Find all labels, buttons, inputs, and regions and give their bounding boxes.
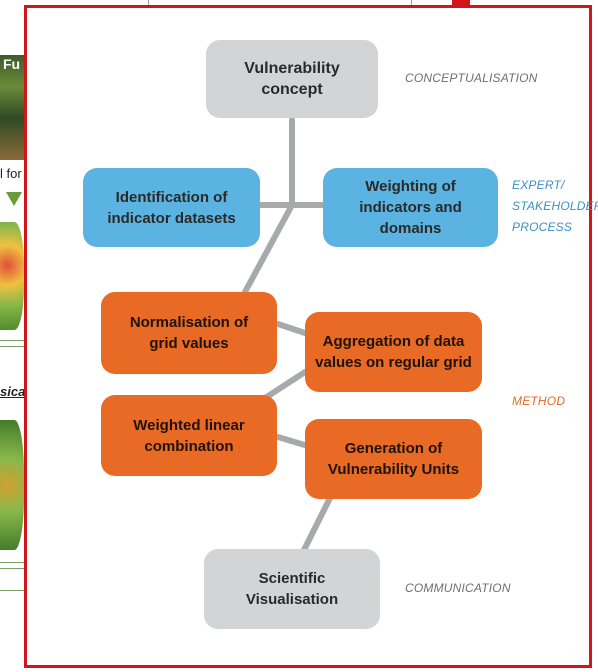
frame-accent — [452, 0, 470, 6]
node-weighting-indicators: Weighting of indicators and domains — [323, 168, 498, 247]
background-map-bottom — [0, 420, 24, 550]
connector-aggregation-weighted — [259, 369, 308, 403]
background-photo — [0, 55, 24, 160]
node-vulnerability-concept: Vulnerability concept — [206, 40, 378, 118]
label-method: METHOD — [512, 394, 566, 408]
background-divider — [0, 562, 24, 563]
label-expert-line1: EXPERT/ — [512, 178, 565, 192]
connector-trunk-to-normalisation — [242, 202, 295, 295]
label-communication: COMMUNICATION — [405, 581, 511, 595]
label-conceptualisation: CONCEPTUALISATION — [405, 71, 538, 85]
background-top-fragment — [148, 0, 412, 5]
connector-generation-visualisation — [301, 495, 333, 553]
node-aggregation-data-values: Aggregation of data values on regular gr… — [305, 312, 482, 392]
background-arrow-icon — [6, 192, 22, 206]
background-divider — [0, 340, 24, 341]
label-expert-line3: PROCESS — [512, 220, 573, 234]
connector-normalisation-aggregation — [275, 321, 311, 337]
background-heading-fragment: sica — [0, 384, 26, 399]
background-divider — [0, 568, 24, 569]
background-photo-text: Fu — [3, 56, 21, 72]
background-map-top — [0, 222, 24, 330]
label-expert-line2: STAKEHOLDER — [512, 199, 598, 213]
background-divider — [0, 346, 24, 347]
background-text-fragment: l for — [0, 166, 22, 181]
node-identification-indicator-datasets: Identification of indicator datasets — [83, 168, 260, 247]
node-normalisation-grid-values: Normalisation of grid values — [101, 292, 277, 374]
node-generation-vulnerability-units: Generation of Vulnerability Units — [305, 419, 482, 499]
node-scientific-visualisation: Scientific Visualisation — [204, 549, 380, 629]
connector-weighted-generation — [275, 434, 311, 449]
node-weighted-linear-combination: Weighted linear combination — [101, 395, 277, 476]
background-divider — [0, 590, 24, 591]
